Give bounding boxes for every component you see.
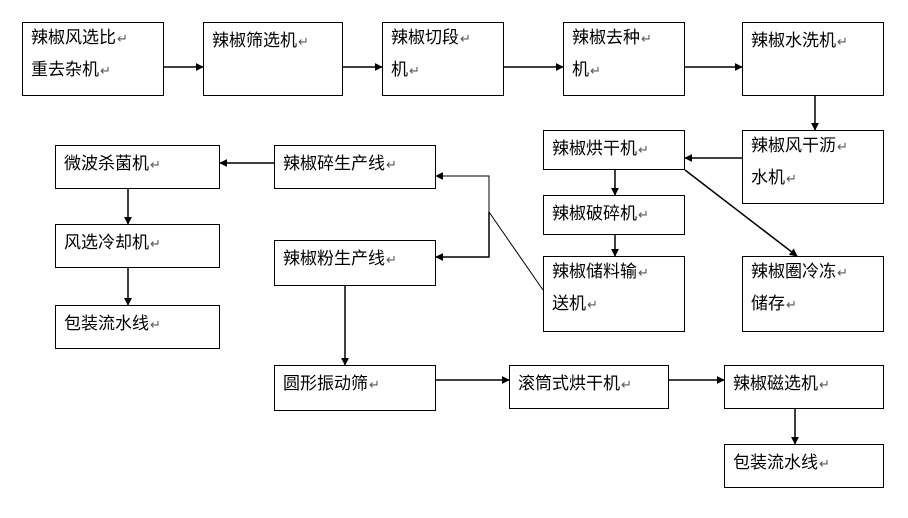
- node-magnetic-separator: 辣椒磁选机: [724, 365, 884, 409]
- node-label-line: 辣椒风选比: [31, 23, 155, 55]
- node-microwave-sterilizer: 微波杀菌机: [55, 145, 220, 189]
- node-label-line: 微波杀菌机: [64, 146, 211, 184]
- node-crushing-machine: 辣椒破碎机: [543, 195, 685, 235]
- node-drum-dryer: 滚筒式烘干机: [509, 365, 669, 409]
- node-label-line: 滚筒式烘干机: [518, 366, 660, 404]
- arrow-dryer-to-ring-freeze: [684, 169, 798, 257]
- node-label-line: 辣椒圈冷冻: [751, 257, 875, 289]
- node-label-line: 机: [391, 55, 495, 87]
- arrow-storage-conveyor-to-flakes-line: [435, 172, 544, 291]
- node-label-line: 辣椒碎生产线: [283, 146, 427, 184]
- node-drying-machine: 辣椒烘干机: [543, 130, 685, 170]
- node-label-line: 水机: [751, 163, 875, 195]
- node-label-line: 风选冷却机: [64, 225, 211, 263]
- node-packaging-line-left: 包装流水线: [55, 305, 220, 349]
- node-label-line: 辣椒去种: [572, 23, 676, 55]
- node-air-dry-drain-machine: 辣椒风干沥水机: [742, 130, 884, 204]
- node-air-cooling-machine: 风选冷却机: [55, 224, 220, 268]
- node-label-line: 辣椒风干沥: [751, 131, 875, 163]
- node-label-line: 机: [572, 55, 676, 87]
- node-label-line: 辣椒储料输: [552, 257, 676, 289]
- node-wind-sort-destoner: 辣椒风选比重去杂机: [22, 22, 164, 96]
- node-label-line: 重去杂机: [31, 55, 155, 87]
- node-label-line: 辣椒烘干机: [552, 131, 676, 169]
- node-label-line: 辣椒切段: [391, 23, 495, 55]
- node-label-line: 辣椒磁选机: [733, 366, 875, 404]
- node-label-line: 圆形振动筛: [283, 366, 427, 404]
- node-washing-machine: 辣椒水洗机: [742, 22, 884, 96]
- node-label-line: 包装流水线: [64, 306, 211, 344]
- node-powder-production-line: 辣椒粉生产线: [274, 240, 436, 286]
- node-label-line: 辣椒水洗机: [751, 23, 875, 61]
- node-flakes-production-line: 辣椒碎生产线: [274, 145, 436, 189]
- node-label-line: 储存: [751, 289, 875, 321]
- node-label-line: 辣椒筛选机: [212, 23, 334, 61]
- node-label-line: 辣椒破碎机: [552, 196, 676, 234]
- node-circular-vibrating-screen: 圆形振动筛: [274, 365, 436, 411]
- node-label-line: 辣椒粉生产线: [283, 241, 427, 279]
- node-cutting-machine: 辣椒切段机: [382, 22, 504, 96]
- node-ring-freeze-storage: 辣椒圈冷冻储存: [742, 256, 884, 332]
- node-label-line: 包装流水线: [733, 445, 875, 483]
- node-screening-machine: 辣椒筛选机: [203, 22, 343, 96]
- node-storage-conveyor: 辣椒储料输送机: [543, 256, 685, 332]
- node-label-line: 送机: [552, 289, 676, 321]
- node-deseeding-machine: 辣椒去种机: [563, 22, 685, 96]
- arrow-storage-conveyor-to-powder-line: [435, 212, 490, 261]
- node-packaging-line-right: 包装流水线: [724, 444, 884, 488]
